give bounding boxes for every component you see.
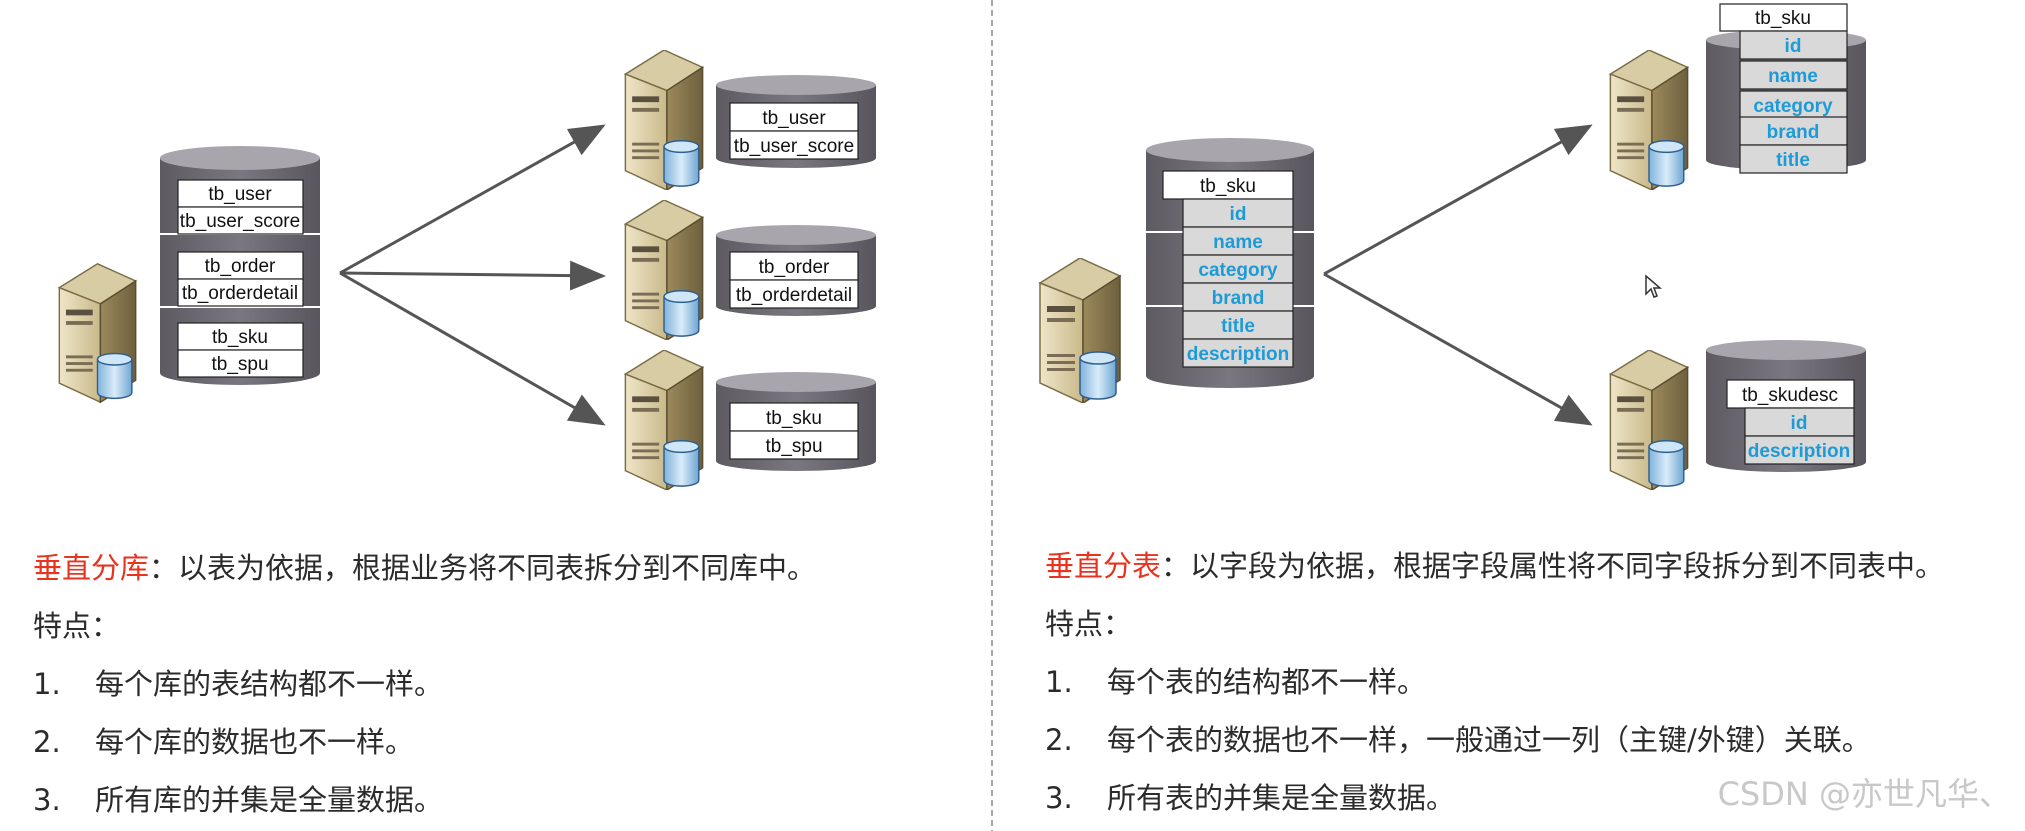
left-target-2: tb_order tb_orderdetail — [624, 200, 876, 340]
table-label: tb_user — [208, 184, 272, 205]
table-label: tb_user_score — [180, 211, 300, 232]
item-number: 1. — [1045, 665, 1073, 699]
server-icon — [624, 50, 704, 190]
server-icon — [1039, 258, 1121, 403]
item-text: 每个表的结构都不一样。 — [1107, 665, 1427, 699]
item-text: 所有表的并集是全量数据。 — [1107, 781, 1456, 815]
item-number: 3. — [33, 783, 61, 817]
feature-item: 3. 所有库的并集是全量数据。 — [33, 786, 443, 815]
field-label: category — [1753, 96, 1833, 117]
item-number: 2. — [33, 725, 61, 759]
item-text: 每个表的数据也不一样，一般通过一列（主键/外键）关联。 — [1107, 723, 1871, 757]
server-icon — [624, 200, 704, 340]
features-label: 特点： — [33, 609, 121, 643]
field-label: category — [1198, 260, 1278, 281]
server-icon — [624, 350, 704, 490]
feature-item: 2. 每个表的数据也不一样，一般通过一列（主键/外键）关联。 — [1045, 726, 1871, 755]
field-list: id name category brand title description — [1182, 198, 1294, 368]
definition-text: ：以表为依据，根据业务将不同表拆分到不同库中。 — [149, 551, 817, 585]
item-number: 1. — [33, 667, 61, 701]
mouse-pointer-icon — [1645, 274, 1662, 298]
features-label: 特点： — [1045, 607, 1133, 641]
feature-item: 1. 每个表的结构都不一样。 — [1045, 668, 1426, 697]
term-label: 垂直分库 — [33, 551, 150, 585]
table-label: tb_sku — [766, 408, 822, 429]
server-icon — [58, 263, 137, 403]
field-label: id — [1230, 204, 1247, 225]
field-label: title — [1776, 150, 1810, 171]
field-list: id description — [1744, 407, 1855, 465]
definition-line: 垂直分库：以表为依据，根据业务将不同表拆分到不同库中。 — [33, 554, 816, 583]
feature-item: 3. 所有表的并集是全量数据。 — [1045, 784, 1455, 813]
feature-item: 1. 每个库的表结构都不一样。 — [33, 670, 443, 699]
table-label: tb_order — [759, 257, 830, 278]
server-icon — [1609, 50, 1689, 190]
table-label: tb_spu — [211, 354, 268, 375]
right-target-bottom: tb_skudesc id description — [1609, 340, 1866, 490]
field-label: id — [1785, 36, 1802, 57]
field-list: id name category brand title — [1739, 30, 1848, 174]
table-name: tb_sku — [1200, 176, 1256, 197]
table-name: tb_skudesc — [1742, 385, 1838, 406]
right-source-server — [1039, 258, 1121, 403]
table-label: tb_orderdetail — [182, 283, 298, 304]
table-label: tb_sku — [212, 327, 268, 348]
field-label: name — [1768, 66, 1818, 87]
item-text: 所有库的并集是全量数据。 — [95, 783, 444, 817]
right-source-database: tb_sku id name category brand title desc… — [1146, 138, 1314, 388]
field-label: id — [1791, 413, 1808, 434]
item-text: 每个库的表结构都不一样。 — [95, 667, 444, 701]
table-label: tb_order — [205, 256, 276, 277]
field-label: brand — [1212, 288, 1265, 309]
definition-text: ：以字段为依据，根据字段属性将不同字段拆分到不同表中。 — [1161, 549, 1945, 583]
table-label: tb_user — [762, 108, 826, 129]
feature-item: 2. 每个库的数据也不一样。 — [33, 728, 414, 757]
item-number: 3. — [1045, 781, 1073, 815]
left-target-3: tb_sku tb_spu — [624, 350, 876, 490]
right-arrows — [1323, 124, 1593, 426]
field-label: name — [1213, 232, 1263, 253]
table-label: tb_orderdetail — [736, 285, 852, 306]
field-label: description — [1187, 344, 1289, 365]
table-label: tb_spu — [765, 436, 822, 457]
watermark: CSDN @亦世凡华、 — [1717, 775, 2011, 813]
right-target-top: tb_sku id name category brand title — [1609, 3, 1866, 190]
left-source-server — [58, 263, 137, 403]
definition-line: 垂直分表：以字段为依据，根据字段属性将不同字段拆分到不同表中。 — [1045, 552, 1944, 581]
server-icon — [1609, 350, 1689, 490]
left-arrows — [339, 124, 606, 426]
term-label: 垂直分表 — [1045, 549, 1162, 583]
item-text: 每个库的数据也不一样。 — [95, 725, 415, 759]
field-label: title — [1221, 316, 1255, 337]
field-label: brand — [1767, 122, 1820, 143]
field-label: description — [1748, 441, 1850, 462]
left-source-database: tb_user tb_user_score tb_order tb_orderd… — [160, 146, 320, 385]
table-label: tb_user_score — [734, 136, 854, 157]
item-number: 2. — [1045, 723, 1073, 757]
table-name: tb_sku — [1755, 8, 1811, 29]
left-target-1: tb_user tb_user_score — [624, 50, 876, 190]
